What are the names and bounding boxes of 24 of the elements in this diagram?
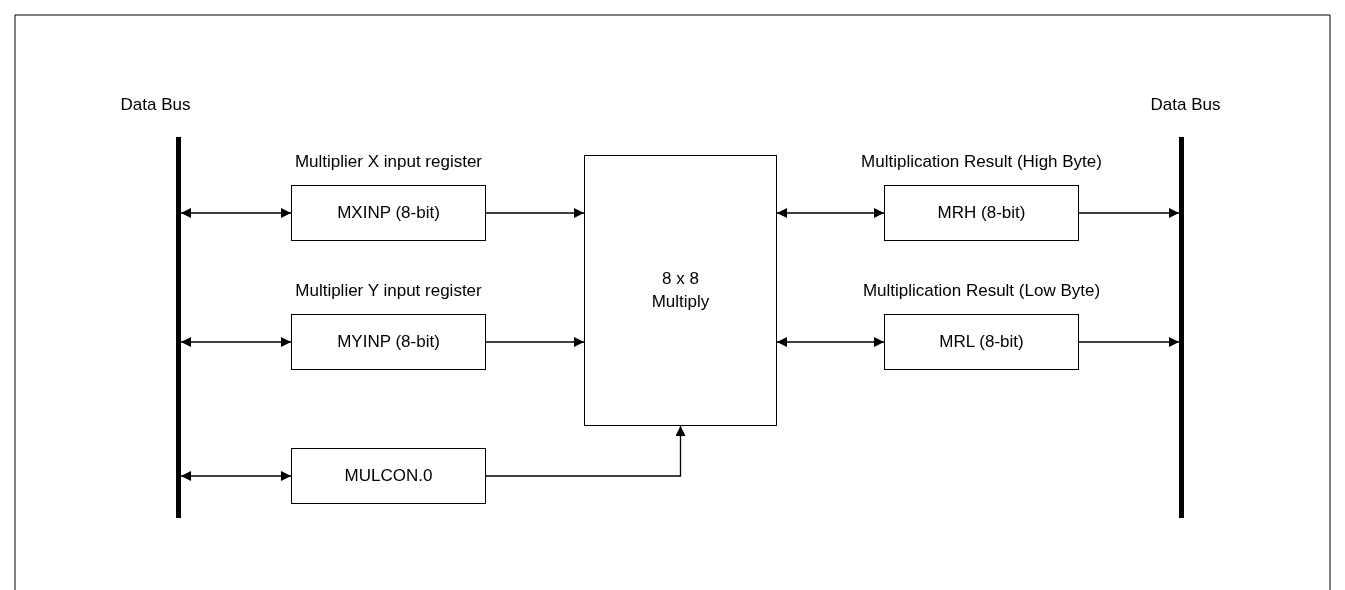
arrow [180,337,292,347]
block-label: MYINP (8-bit) [337,330,440,353]
block-label: MULCON.0 [344,464,433,487]
arrow [180,471,292,481]
arrow [485,425,686,477]
bus-label: Data Bus [120,95,191,115]
arrow [776,337,885,347]
register-title: Multiplier Y input register [295,281,482,301]
block-label: MRL (8-bit) [939,330,1024,353]
arrow [1078,208,1180,218]
bus-label: Data Bus [1150,95,1221,115]
register-title: Multiplication Result (Low Byte) [862,281,1101,301]
register-title: Multiplication Result (High Byte) [861,152,1102,172]
block-label: MRH (8-bit) [937,201,1026,224]
block-label: MXINP (8-bit) [337,201,440,224]
arrow [180,208,292,218]
arrow [1078,337,1180,347]
register-title: Multiplier X input register [294,152,483,172]
arrow [485,208,585,218]
multiplier-block [584,155,777,426]
arrow [485,337,585,347]
arrow [776,208,885,218]
block-label: 8 x 8 Multiply [650,268,711,313]
register-box [291,448,486,504]
